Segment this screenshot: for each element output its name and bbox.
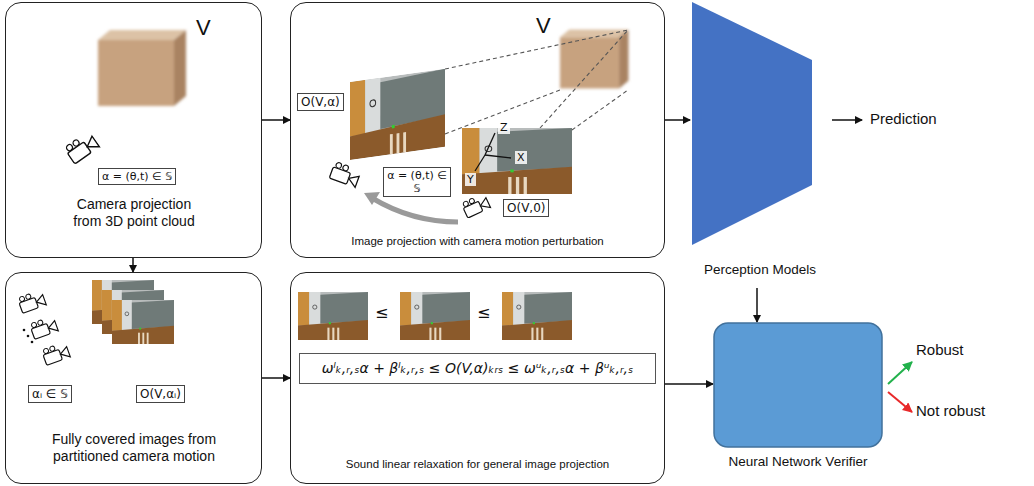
caption: Image projection with camera motion pert… bbox=[291, 235, 664, 249]
caption: Camera projection from 3D point cloud bbox=[64, 196, 204, 230]
perturbed-image bbox=[350, 69, 445, 160]
camera-icon bbox=[461, 193, 491, 218]
axis-label: Y bbox=[465, 173, 476, 186]
not-robust-arrow bbox=[888, 392, 912, 412]
parameter-label: α = (θ,t) ∈ 𝕊 bbox=[383, 167, 451, 197]
image-label: O(V,0) bbox=[503, 199, 549, 217]
projection-rays bbox=[445, 30, 628, 134]
relaxation-formula: ωˡₖ,ᵣ,ₛα + βˡₖ,ᵣ,ₛ ≤ O(V,α)ₖᵣₛ ≤ ωᵘₖ,ᵣ,ₛ… bbox=[299, 353, 656, 384]
trapezoid-shape bbox=[690, 0, 830, 288]
camera-icon bbox=[64, 131, 100, 164]
object-label: V bbox=[536, 13, 551, 39]
flow-arrow bbox=[756, 288, 758, 322]
upper-bound-image bbox=[502, 292, 572, 340]
image-stack bbox=[112, 300, 174, 344]
caption: Sound linear relaxation for general imag… bbox=[291, 458, 664, 472]
inequality-sign: ≤ bbox=[375, 303, 388, 322]
axis-label: Z bbox=[498, 121, 510, 134]
axes bbox=[475, 133, 511, 171]
stage-panel: V Z X Y O(V,α) α = (θ,t) ∈ 𝕊 O(V,0) Image proje… bbox=[290, 2, 665, 258]
ellipsis-dots bbox=[23, 329, 34, 344]
flow-arrow bbox=[262, 377, 290, 379]
flow-arrow bbox=[132, 258, 134, 272]
node-label: Neural Network Verifier bbox=[713, 454, 883, 470]
camera-icon bbox=[329, 161, 361, 187]
stage-panel: ≤ ≤ ωˡₖ,ᵣ,ₛα + βˡₖ,ᵣ,ₛ ≤ O(V,α)ₖᵣₛ ≤ ωᵘₖ,ᵣ… bbox=[290, 272, 665, 484]
output-label: Prediction bbox=[870, 110, 937, 128]
parameter-label: αᵢ ∈ 𝕊 bbox=[28, 385, 72, 403]
wall-object bbox=[98, 30, 186, 106]
inequality-sign: ≤ bbox=[477, 303, 490, 322]
motion-arrow-head bbox=[364, 192, 380, 205]
robust-arrow bbox=[888, 362, 912, 384]
caption: Fully covered images from partitioned ca… bbox=[39, 431, 229, 465]
axis-label: X bbox=[515, 151, 527, 164]
wall-object bbox=[560, 30, 628, 89]
reference-image bbox=[462, 128, 572, 194]
flow-arrow bbox=[262, 119, 290, 121]
output-arrow bbox=[832, 119, 862, 121]
camera-icon bbox=[17, 290, 46, 314]
image-label: O(V,αᵢ) bbox=[136, 385, 185, 403]
object-label: V bbox=[196, 15, 211, 41]
image-label: O(V,α) bbox=[297, 93, 344, 111]
parameter-label: α = (θ,t) ∈ 𝕊 bbox=[98, 168, 176, 185]
flow-arrow bbox=[665, 383, 713, 385]
lower-bound-image bbox=[298, 292, 368, 340]
result-label: Not robust bbox=[916, 402, 985, 420]
motion-arrow bbox=[372, 198, 458, 222]
verifier-box: Neural Network Verifier bbox=[713, 322, 883, 482]
stage-panel: Vα = (θ,t) ∈ 𝕊 Camera projection from 3D … bbox=[5, 2, 262, 258]
camera-icon bbox=[29, 316, 58, 340]
node-label: Perception Models bbox=[690, 262, 830, 278]
result-label: Robust bbox=[916, 341, 964, 359]
perception-model: Perception Models bbox=[690, 0, 830, 288]
camera-icon bbox=[41, 342, 70, 366]
stage-panel: αᵢ ∈ 𝕊 O(V,αᵢ) Fully covered images from p… bbox=[5, 272, 262, 484]
flow-arrow bbox=[665, 119, 690, 121]
projected-image bbox=[400, 292, 470, 340]
